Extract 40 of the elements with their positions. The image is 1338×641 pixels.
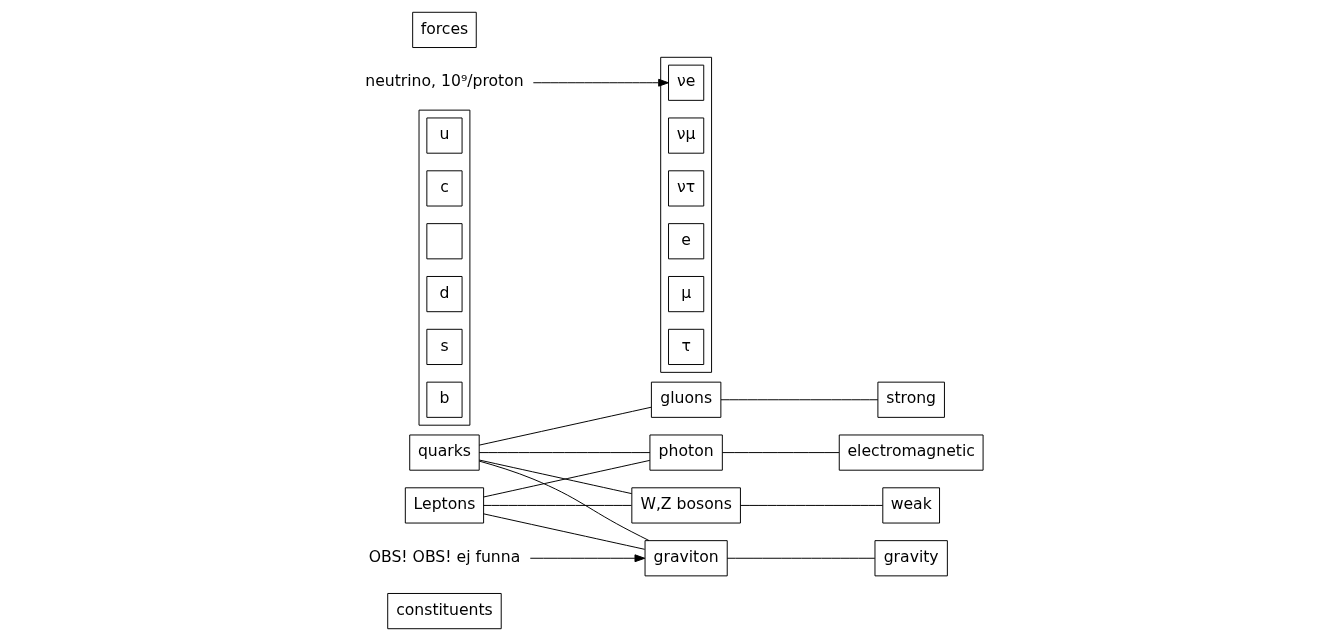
connector	[721, 452, 839, 454]
node-box: photon	[648, 434, 723, 471]
node-box: graviton	[644, 540, 728, 577]
connector	[478, 459, 632, 495]
node-box: gravity	[874, 540, 948, 577]
connector	[482, 513, 645, 550]
node-box: νe	[667, 64, 704, 101]
node-box: d	[425, 276, 463, 313]
connector	[478, 452, 650, 454]
node-box: quarks	[408, 434, 480, 471]
connector	[478, 460, 649, 541]
node-box	[425, 223, 463, 260]
node-box: νμ	[667, 117, 704, 154]
connector	[720, 399, 878, 401]
node-box: s	[425, 328, 463, 365]
connector	[739, 504, 883, 506]
node-text: neutrino, 10⁹/proton	[364, 71, 524, 91]
node-box: W,Z bosons	[630, 487, 741, 524]
node-box: constituents	[386, 593, 502, 630]
connector	[478, 406, 652, 446]
node-box: μ	[667, 276, 704, 313]
cluster	[418, 109, 470, 426]
node-box: e	[667, 223, 704, 260]
node-box: b	[425, 381, 463, 418]
node-box: c	[425, 170, 463, 207]
connector	[726, 557, 875, 559]
node-box: weak	[881, 487, 940, 524]
node-box: ντ	[667, 170, 704, 207]
node-box: u	[425, 117, 463, 154]
connector	[482, 504, 632, 506]
node-box: τ	[667, 328, 704, 365]
node-box: strong	[876, 381, 945, 418]
node-box: Leptons	[404, 487, 484, 524]
node-box: electromagnetic	[838, 434, 984, 471]
node-box: forces	[411, 11, 477, 48]
connector	[482, 459, 650, 498]
node-text: OBS! OBS! ej funna	[368, 546, 520, 566]
arrow	[532, 78, 669, 87]
arrow	[529, 554, 645, 563]
node-box: gluons	[650, 381, 721, 418]
